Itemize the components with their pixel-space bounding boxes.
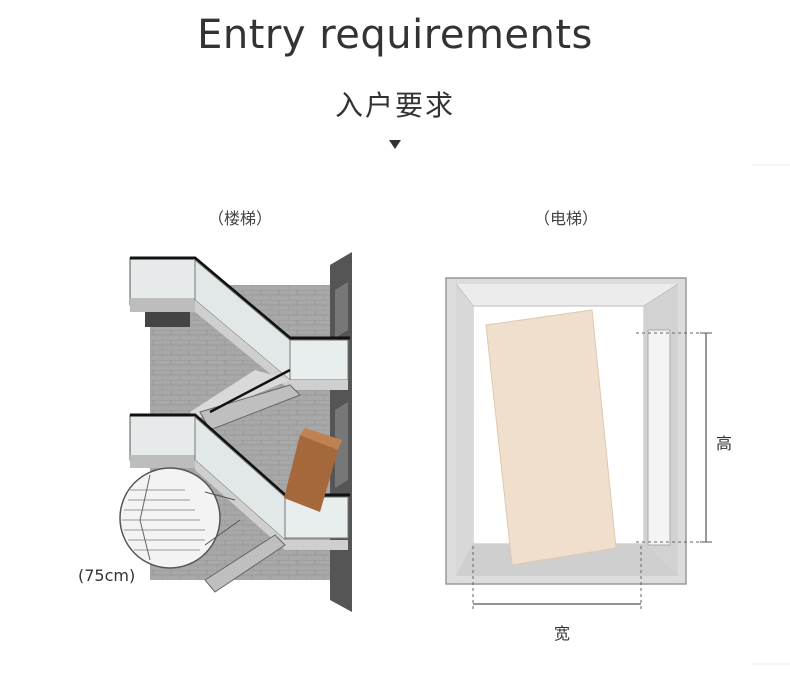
stair-width-note: (75cm)	[78, 566, 136, 585]
panel-board	[485, 309, 617, 566]
page-title: Entry requirements	[197, 12, 593, 58]
width-label: 宽	[554, 624, 571, 643]
stairs-caption: （楼梯）	[207, 209, 272, 228]
carried-box	[284, 435, 338, 512]
caret-down-icon	[389, 140, 401, 149]
height-label: 高	[716, 434, 733, 453]
door-panel	[647, 329, 671, 546]
landing-vent	[145, 312, 190, 327]
step-zoom-circle	[119, 467, 221, 569]
elevator-caption: （电梯）	[533, 209, 598, 228]
page-subtitle: 入户要求	[334, 89, 455, 122]
